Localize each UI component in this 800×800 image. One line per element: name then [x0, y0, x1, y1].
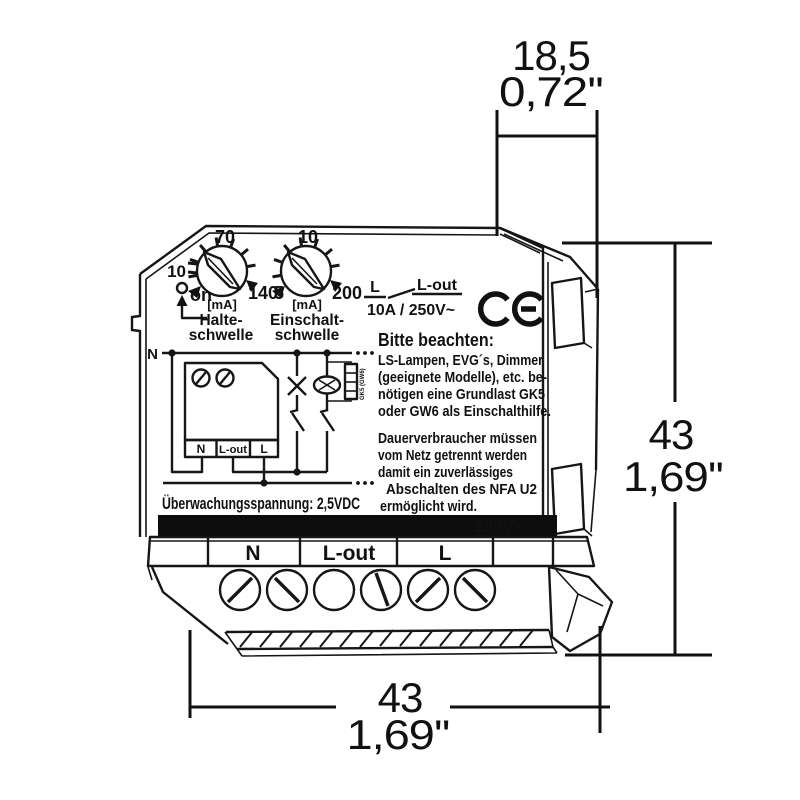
lamp-branch-2: GK5 (GW6): [312, 353, 366, 472]
baseload-label: GK5 (GW6): [360, 368, 366, 400]
box-term-l: L: [260, 442, 267, 456]
dial-ticks: [188, 237, 256, 279]
dial-einschaltschwelle: 10 5 200 [mA] Einschalt- schwelle: [270, 227, 362, 344]
dial-wedge-on: [188, 286, 201, 298]
dim-bottom-inch: 1,69'': [347, 711, 450, 758]
n-rail-label: N: [147, 346, 158, 363]
notice-line: Dauerverbraucher müssen: [378, 430, 537, 447]
dial-wedge-max: [330, 280, 342, 292]
notice-line: ermöglicht wird.: [380, 498, 477, 515]
relay-contact-symbol: L L-out 10A / 250V~: [364, 277, 462, 319]
dial-wedge-max: [246, 280, 258, 292]
mounting-claw: [547, 565, 614, 653]
dial2-tick-left: 5: [274, 283, 284, 303]
notice-heading: Bitte beachten:: [378, 330, 494, 350]
dial-wedge-min: [272, 286, 285, 298]
strip-label-lout: L-out: [323, 542, 375, 565]
dial1-tick-top: 70: [215, 227, 235, 247]
dial1-unit: [mA]: [207, 297, 237, 312]
notice-line: Abschalten des NFA U2: [386, 481, 537, 498]
notice-line: LS-Lampen, EVG´s, Dimmer: [378, 352, 543, 369]
notice-line: damit ein zuverlässiges: [378, 464, 513, 481]
voltage-bar-label: 230V~: [474, 517, 524, 536]
notice-line: vom Netz getrennt werden: [378, 447, 527, 464]
dial1-label-2: schwelle: [189, 327, 254, 344]
dial2-label-1: Einschalt-: [270, 312, 344, 329]
box-term-n: N: [197, 442, 206, 456]
notice-line: oder GW6 als Einschalthilfe.: [378, 403, 551, 420]
dial2-unit: [mA]: [292, 297, 322, 312]
contact-l-label: L: [370, 279, 380, 296]
dimension-right: 43 1,69'': [562, 241, 724, 657]
dimension-top: 18,5 0,72'': [495, 32, 604, 298]
on-indicator-circle: [175, 281, 189, 295]
contact-lout-label: L-out: [417, 277, 458, 294]
ce-mark-icon: [477, 291, 544, 327]
dial2-tick-top: 10: [298, 227, 318, 247]
dial-halteschwelle: 70 10 140 [mA] on Halte- schwelle: [167, 227, 278, 344]
screw-slots: [226, 572, 489, 607]
terminal-strip: N L-out L: [146, 535, 596, 568]
notice-line: nötigen eine Grundlast GK5: [378, 386, 545, 403]
mounting-clip-top: [550, 276, 586, 350]
box-term-lout: L-out: [219, 444, 247, 456]
dial1-tick-right: 140: [248, 283, 278, 303]
voltage-bar: 230V~: [158, 515, 557, 536]
dim-top-inch: 0,72'': [499, 68, 603, 115]
dial2-label-2: schwelle: [275, 327, 340, 344]
on-arrow: [176, 295, 188, 306]
monitoring-voltage-label: Überwachungsspannung: 2,5VDC: [162, 494, 360, 513]
dim-top-mm: 18,5: [512, 32, 590, 79]
dial-pointer: [286, 250, 326, 291]
screw: [312, 568, 356, 612]
notice-line: (geeignete Modelle), etc. be-: [378, 369, 547, 386]
contact-blade: [387, 287, 416, 300]
dimension-bottom: 43 1,69'': [188, 626, 610, 758]
serration-hatch: [239, 629, 534, 648]
circuit-device-box: [183, 361, 280, 442]
dial-pointer: [202, 250, 242, 291]
dial1-label-1: Halte-: [199, 312, 242, 329]
circuit-diagram: N N L-out L: [147, 346, 374, 487]
dial2-tick-right: 200: [332, 283, 362, 303]
strip-label-l: L: [439, 542, 452, 565]
dim-right-inch: 1,69'': [623, 453, 723, 500]
on-label: on: [190, 285, 212, 305]
contact-rating: 10A / 250V~: [367, 302, 455, 319]
screw-terminals: [147, 566, 497, 645]
device-outline: [130, 224, 600, 537]
dial-ticks: [272, 237, 340, 279]
lamp-branch-1: [287, 353, 307, 472]
dial1-tick-left: 10: [167, 262, 186, 281]
strip-label-n: N: [245, 542, 260, 565]
dim-bottom-mm: 43: [378, 674, 423, 721]
notice-text: Bitte beachten: LS-Lampen, EVG´s, Dimmer…: [378, 330, 551, 515]
dim-right-mm: 43: [649, 411, 694, 458]
